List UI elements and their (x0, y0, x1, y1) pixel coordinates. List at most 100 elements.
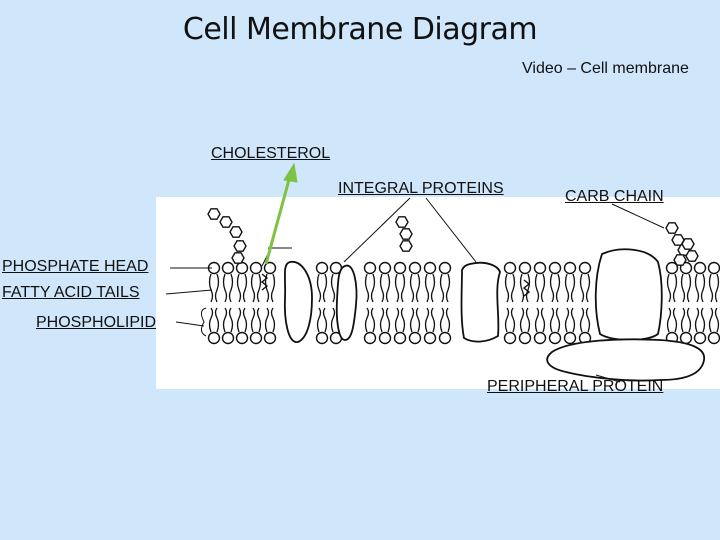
phosphate-head (410, 333, 421, 344)
fatty-acid-tail (252, 274, 255, 302)
fatty-acid-tail (387, 274, 390, 302)
fatty-acid-tail (536, 274, 539, 302)
phosphate-head (565, 333, 576, 344)
phosphate-head (265, 333, 276, 344)
pointer-fatty-acid (166, 290, 212, 294)
label-phospholipid: PHOSPHOLIPID (36, 314, 156, 332)
fatty-acid-tail (224, 274, 227, 302)
fatty-acid-tail (387, 308, 390, 332)
fatty-acid-tail (224, 308, 227, 332)
carb-unit (208, 209, 220, 219)
fatty-acid-tail (396, 308, 399, 332)
phosphate-head (505, 333, 516, 344)
label-cholesterol: CHOLESTEROL (211, 145, 330, 163)
phosphate-head (223, 263, 234, 274)
phosphate-head (550, 263, 561, 274)
fatty-acid-tail (332, 274, 335, 302)
fatty-acid-tail (210, 274, 213, 302)
label-integral-proteins: INTEGRAL PROTEINS (338, 180, 504, 198)
label-phosphate-head: PHOSPHATE HEAD (2, 258, 148, 276)
fatty-acid-tail (716, 308, 719, 332)
phosphate-head (251, 263, 262, 274)
phosphate-head (380, 263, 391, 274)
phosphate-head (380, 333, 391, 344)
phosphate-head (520, 333, 531, 344)
carb-unit (400, 241, 412, 251)
fatty-acid-tail (417, 308, 420, 332)
fatty-acid-tail (527, 274, 530, 302)
fatty-acid-tail (674, 308, 677, 332)
integral-protein-small (337, 266, 357, 340)
label-carb-chain: CARB CHAIN (565, 188, 664, 206)
carb-unit (400, 229, 412, 239)
fatty-acid-tail (366, 274, 369, 302)
fatty-acid-tail (230, 308, 233, 332)
fatty-acid-tail (272, 308, 275, 332)
fatty-acid-tail (506, 274, 509, 302)
fatty-acid-tail (696, 274, 699, 302)
phosphate-head (365, 263, 376, 274)
fatty-acid-tail (332, 308, 335, 332)
phosphate-head (223, 333, 234, 344)
fatty-acid-tail (587, 274, 590, 302)
fatty-acid-tail (716, 274, 719, 302)
fatty-acid-tail (432, 274, 435, 302)
phosphate-head (520, 263, 531, 274)
phosphate-head (237, 333, 248, 344)
phosphate-head (209, 333, 220, 344)
fatty-acid-tail (318, 274, 321, 302)
fatty-acid-tail (426, 274, 429, 302)
fatty-acid-tail (252, 308, 255, 332)
carb-unit (396, 217, 408, 227)
fatty-acid-tail (542, 308, 545, 332)
phosphate-head (317, 263, 328, 274)
fatty-acid-tail (702, 274, 705, 302)
fatty-acid-tail (396, 274, 399, 302)
pointer-integral-right (426, 198, 476, 262)
fatty-acid-tail (536, 308, 539, 332)
phosphate-head (425, 333, 436, 344)
phosphate-head (317, 333, 328, 344)
phosphate-head (440, 263, 451, 274)
fatty-acid-tail (688, 274, 691, 302)
fatty-acid-tail (572, 308, 575, 332)
carb-unit (230, 227, 242, 237)
phosphate-head (695, 263, 706, 274)
fatty-acid-tail (557, 274, 560, 302)
fatty-acid-tail (702, 308, 705, 332)
fatty-acid-tail (417, 274, 420, 302)
fatty-acid-tail (447, 308, 450, 332)
fatty-acid-tail (710, 274, 713, 302)
fatty-acid-tail (710, 308, 713, 332)
fatty-acid-tail (441, 308, 444, 332)
fatty-acid-tail (411, 308, 414, 332)
fatty-acid-tail (372, 274, 375, 302)
fatty-acid-tail (238, 308, 241, 332)
fatty-acid-tail (447, 274, 450, 302)
fatty-acid-tail (324, 308, 327, 332)
fatty-acid-tail (688, 308, 691, 332)
carb-unit (666, 223, 678, 233)
fatty-acid-tail (258, 274, 261, 302)
phosphate-head (425, 263, 436, 274)
fatty-acid-tail (566, 308, 569, 332)
phosphate-head (709, 333, 720, 344)
fatty-acid-tail (402, 274, 405, 302)
phosphate-head (237, 263, 248, 274)
fatty-acid-tail (238, 274, 241, 302)
peripheral-protein-shape (547, 339, 704, 380)
fatty-acid-tail (527, 308, 530, 332)
fatty-acid-tail (696, 308, 699, 332)
phosphate-head (395, 333, 406, 344)
phosphate-head (265, 263, 276, 274)
carb-unit (234, 241, 246, 251)
phosphate-head (535, 333, 546, 344)
fatty-acid-tail (521, 308, 524, 332)
integral-protein-left (285, 262, 312, 342)
fatty-acid-tail (272, 274, 275, 302)
label-fatty-acid-tails: FATTY ACID TAILS (2, 284, 140, 302)
integral-protein-middle (462, 263, 501, 342)
phosphate-head (695, 333, 706, 344)
fatty-acid-tail (372, 308, 375, 332)
fatty-acid-tail (324, 274, 327, 302)
